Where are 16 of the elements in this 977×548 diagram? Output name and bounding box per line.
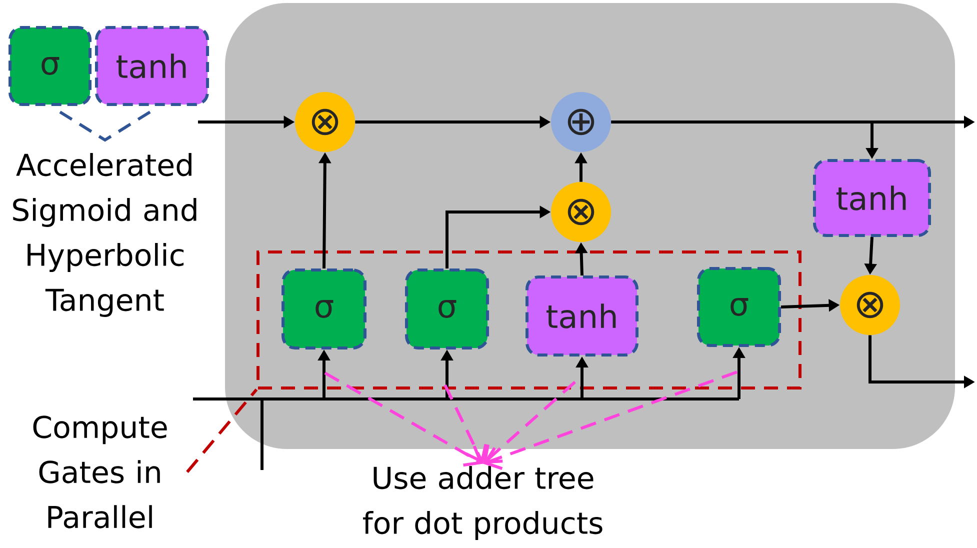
tanh-box: tanh	[526, 276, 638, 356]
annotation-text: Accelerated Sigmoid and Hyperbolic Tangent	[13, 152, 196, 317]
leader-line	[324, 372, 483, 467]
leader-line	[186, 388, 258, 473]
annotation-text: Compute Gates in Parallel	[33, 416, 167, 528]
sigmoid-box: σ	[282, 268, 366, 350]
tanh-box: tanh	[95, 26, 209, 106]
sigmoid-box: σ	[8, 26, 92, 106]
annotation-text: Use adder tree for dot products	[362, 466, 602, 540]
sigmoid-box: σ	[405, 268, 489, 350]
leader-line	[483, 380, 576, 464]
tanh-box: tanh	[813, 159, 931, 237]
sigmoid-box: σ	[697, 267, 781, 347]
leader-line	[483, 370, 738, 470]
gate-group-box	[256, 250, 802, 390]
leader-line	[444, 384, 488, 464]
